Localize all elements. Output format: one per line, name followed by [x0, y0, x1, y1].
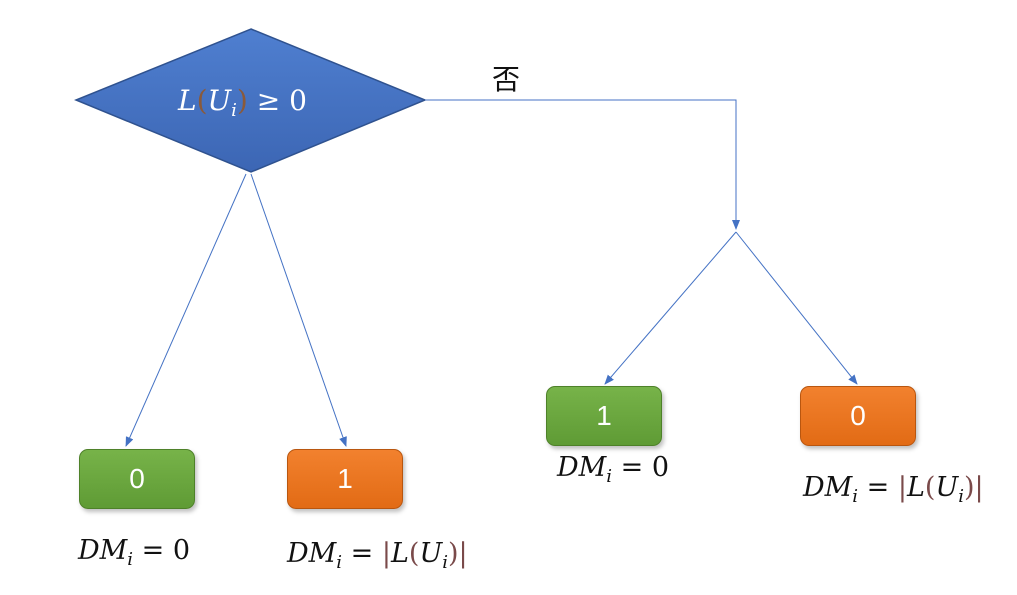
formula-right-green: DMi = 0	[557, 452, 670, 487]
edge-node-to-right-green	[604, 231, 737, 385]
formula-left-orange: DMi = |L(Ui)|	[287, 538, 468, 573]
edge-node-to-right-orange	[735, 231, 858, 385]
cond-sub-i: i	[231, 100, 237, 121]
cond-close-paren: )	[236, 84, 248, 117]
box-right-orange: 0	[800, 386, 916, 446]
box-right-green: 1	[546, 386, 662, 446]
edge-diamond-to-left-green	[125, 173, 247, 447]
decision-condition: L(Ui) ≥ 0	[178, 84, 307, 121]
cond-open-paren: (	[196, 84, 208, 117]
decision-diamond	[74, 28, 427, 173]
edge-no-branch	[425, 99, 740, 230]
box-left-orange: 1	[287, 449, 403, 509]
formula-right-orange: DMi = |L(Ui)|	[803, 472, 984, 507]
edge-diamond-to-left-orange	[250, 173, 347, 447]
cond-L: L	[178, 84, 197, 117]
no-branch-label: 否	[492, 63, 521, 96]
box-left-green: 0	[79, 449, 195, 509]
cond-relation: ≥ 0	[256, 84, 307, 117]
cond-U: U	[207, 84, 232, 117]
formula-left-green: DMi = 0	[78, 535, 191, 570]
